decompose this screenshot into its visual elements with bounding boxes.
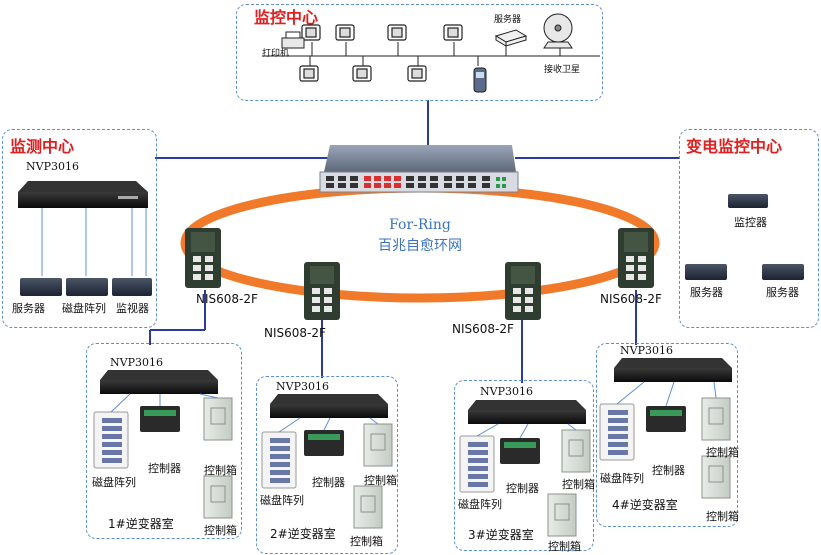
room-2-disk-label: 磁盘阵列 [260,494,304,507]
satellite-label: 接收卫星 [544,65,581,75]
ring-switch-3 [505,262,541,320]
server-label: 服务器 [494,15,522,25]
ring-switch-2 [304,262,340,320]
substation-controller-label: 监控器 [734,216,767,229]
room-3-disk-label: 磁盘阵列 [458,498,502,511]
detect-disk-label: 磁盘阵列 [62,302,106,315]
room-1-title: 1#逆变器室 [108,517,174,531]
detect-nvr [18,181,148,208]
room-4-nvr [614,358,732,368]
room-3-controller-label: 控制器 [506,482,539,495]
room-1-control-box-2 [203,475,233,519]
room-1-nvr-label: NVP3016 [110,356,163,369]
switch-3-label: NIS608-2F [452,322,514,336]
detect-center-title: 监测中心 [10,137,75,156]
room-3-title: 3#逆变器室 [468,528,534,542]
room-2-box2-label: 控制箱 [350,535,383,548]
ring-subtitle: 百兆自愈环网 [378,238,462,254]
room-2-nvr [270,394,388,404]
room-4-disk-label: 磁盘阵列 [600,472,644,485]
pc-icons [299,24,463,82]
room-4-nvr-label: NVP3016 [620,344,673,357]
room-2-region [256,376,398,554]
room-4-region [596,343,738,527]
room-4-control-box-2 [701,455,731,499]
room-2-control-box-2 [353,485,383,529]
ring-name: For-Ring [389,217,451,233]
room-3-region [454,380,594,551]
room-3-box2-label: 控制箱 [548,540,581,553]
room-1-control-box-1 [203,397,233,441]
room-4-controller-label: 控制器 [652,464,685,477]
room-3-control-box-1 [561,429,591,473]
substation-server-2-label: 服务器 [766,286,799,299]
switch-1-label: NIS608-2F [196,292,258,306]
room-2-title: 2#逆变器室 [270,527,336,541]
room-1-disk-label: 磁盘阵列 [92,476,136,489]
room-1-box2-label: 控制箱 [204,524,237,537]
phone-icon [473,67,487,93]
satellite-dish-icon [543,13,573,49]
room-2-box1-label: 控制箱 [364,474,397,487]
room-2-nvr-label: NVP3016 [276,380,329,393]
switch-4-label: NIS608-2F [600,292,662,306]
room-4-control-box-1 [701,397,731,441]
ring-switch-1 [185,228,221,288]
room-1-region [86,343,242,539]
room-1-controller-label: 控制器 [148,462,181,475]
room-2-controller-label: 控制器 [312,476,345,489]
printer-icon [281,31,305,49]
substation-devices [685,194,804,280]
monitor-center-region [236,4,603,101]
detect-center-region [2,129,157,328]
substation-server-1-label: 服务器 [690,286,723,299]
room-4-box2-label: 控制箱 [706,510,739,523]
room-3-box1-label: 控制箱 [562,478,595,491]
room-3-nvr-label: NVP3016 [480,385,533,398]
switch-2-label: NIS608-2F [264,326,326,340]
detect-nvr-label: NVP3016 [26,160,79,173]
monitor-center-title: 监控中心 [254,8,319,27]
room-4-box1-label: 控制箱 [706,446,739,459]
room-4-title: 4#逆变器室 [612,498,678,512]
room-1-nvr [100,370,218,380]
ring-switch-4 [618,228,654,288]
detect-devices [20,278,152,296]
room-3-nvr [468,400,586,410]
printer-label: 打印机 [262,49,290,59]
substation-center-region [679,129,819,328]
core-switch [319,145,519,193]
server-icon [494,29,528,47]
substation-center-title: 变电监控中心 [686,137,783,156]
detect-server-label: 服务器 [12,302,45,315]
room-1-box1-label: 控制箱 [204,464,237,477]
detect-monitor-label: 监视器 [116,302,149,315]
room-3-control-box-2 [547,493,577,537]
